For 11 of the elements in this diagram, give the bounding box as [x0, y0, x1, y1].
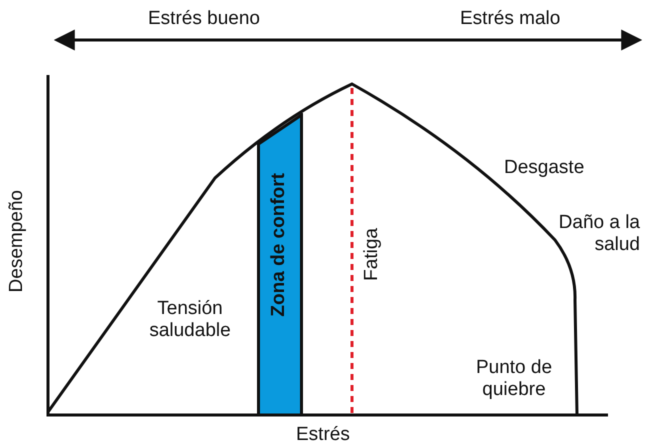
region-label: Desgaste: [504, 157, 584, 179]
region-label: Daño a la salud: [558, 212, 640, 256]
region-label: Punto de quiebre: [474, 357, 554, 401]
axis-range-label: Estrés malo: [460, 8, 560, 30]
axis-range-label: Estrés bueno: [148, 8, 260, 30]
axis-title: Desempeño: [6, 190, 28, 292]
band-label: Zona de confort: [268, 173, 290, 317]
region-label: Tensión saludable: [148, 298, 232, 342]
comfort-zone-band: [257, 113, 303, 415]
region-label: Fatiga: [361, 228, 383, 281]
axis-title: Estrés: [296, 424, 350, 446]
